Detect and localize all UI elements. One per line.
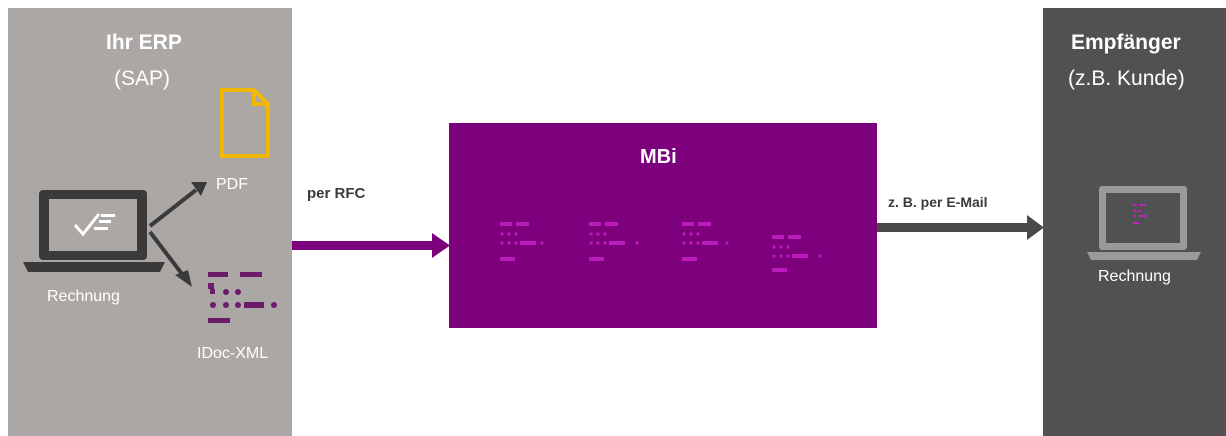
mbi-idoc-glyphs — [500, 222, 822, 272]
pdf-label: PDF — [216, 176, 248, 193]
idoc-glyph-1 — [500, 222, 544, 261]
idoc-label: IDoc-XML — [197, 345, 269, 362]
receiver-title: Empfänger — [1071, 31, 1181, 54]
idoc-glyph-2 — [589, 222, 639, 261]
erp-laptop-label: Rechnung — [47, 288, 120, 305]
rfc-label: per RFC — [307, 185, 366, 202]
email-label: z. B. per E-Mail — [888, 194, 988, 210]
rfc-arrow — [292, 233, 450, 258]
branch-arrows — [148, 182, 207, 287]
erp-title: Ihr ERP — [106, 31, 182, 54]
laptop-document-icon — [1087, 186, 1201, 260]
idoc-glyph-4 — [772, 235, 822, 272]
laptop-check-icon — [23, 190, 165, 272]
pdf-file-icon — [220, 88, 270, 158]
receiver-laptop-label: Rechnung — [1098, 268, 1171, 285]
idoc-xml-icon — [208, 272, 277, 323]
receiver-subtitle: (z.B. Kunde) — [1068, 67, 1185, 90]
idoc-glyph-3 — [682, 222, 729, 261]
email-arrow — [877, 215, 1044, 240]
erp-subtitle: (SAP) — [114, 67, 171, 90]
mbi-title: MBi — [640, 146, 677, 168]
